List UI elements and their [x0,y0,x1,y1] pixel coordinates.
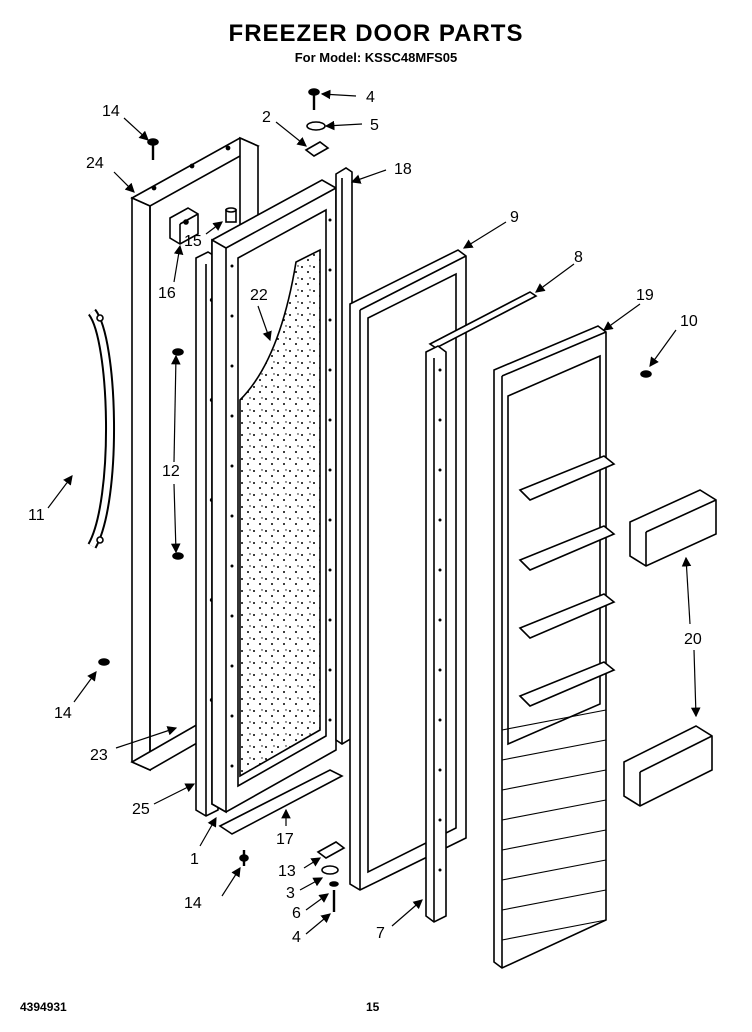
callout-14-top: 14 [102,103,120,120]
bottom-trim [218,769,344,835]
callout-18: 18 [394,161,412,178]
callout-11: 11 [28,507,45,524]
shelf-bin-upper [629,489,717,567]
gasket-strip [425,345,447,923]
shelf-rack [518,455,616,707]
page-number: 15 [366,1000,380,1014]
foam-insulation [239,248,321,778]
callout-7: 7 [376,925,385,942]
callout-4-top: 4 [366,89,375,106]
callout-1: 1 [190,851,199,868]
callout-22: 22 [250,287,268,304]
callout-14-left: 14 [54,705,72,722]
callout-2: 2 [262,109,271,126]
bottom-hinge [316,841,346,912]
callout-12: 12 [162,463,180,480]
callout-20: 20 [684,631,702,648]
callout-4-bottom: 4 [292,929,301,946]
page-title: FREEZER DOOR PARTS [228,20,524,47]
hinge-bracket [169,207,199,245]
callout-10: 10 [680,313,698,330]
callout-5: 5 [370,117,379,134]
callout-8: 8 [574,249,583,266]
callout-6: 6 [292,905,301,922]
doc-number: 4394931 [20,1000,67,1014]
callout-23: 23 [90,747,108,764]
model-subtitle: For Model: KSSC48MFS05 [294,50,458,65]
shelf-bin-lower [623,725,713,807]
hinge-cap [225,207,237,223]
callout-25: 25 [132,801,150,818]
callout-19: 19 [636,287,654,304]
door-handle [87,308,115,549]
top-hinge [304,88,330,157]
callout-13: 13 [278,863,296,880]
callout-3: 3 [286,885,295,902]
door-liner [493,325,616,969]
callout-24: 24 [86,155,104,172]
callout-16: 16 [158,285,176,302]
callout-17: 17 [276,831,294,848]
callout-9: 9 [510,209,519,226]
liner-frame [349,249,467,891]
top-strip [428,291,538,349]
callout-15: 15 [184,233,202,250]
screw-top [147,138,159,160]
callout-14-bottom: 14 [184,895,202,912]
